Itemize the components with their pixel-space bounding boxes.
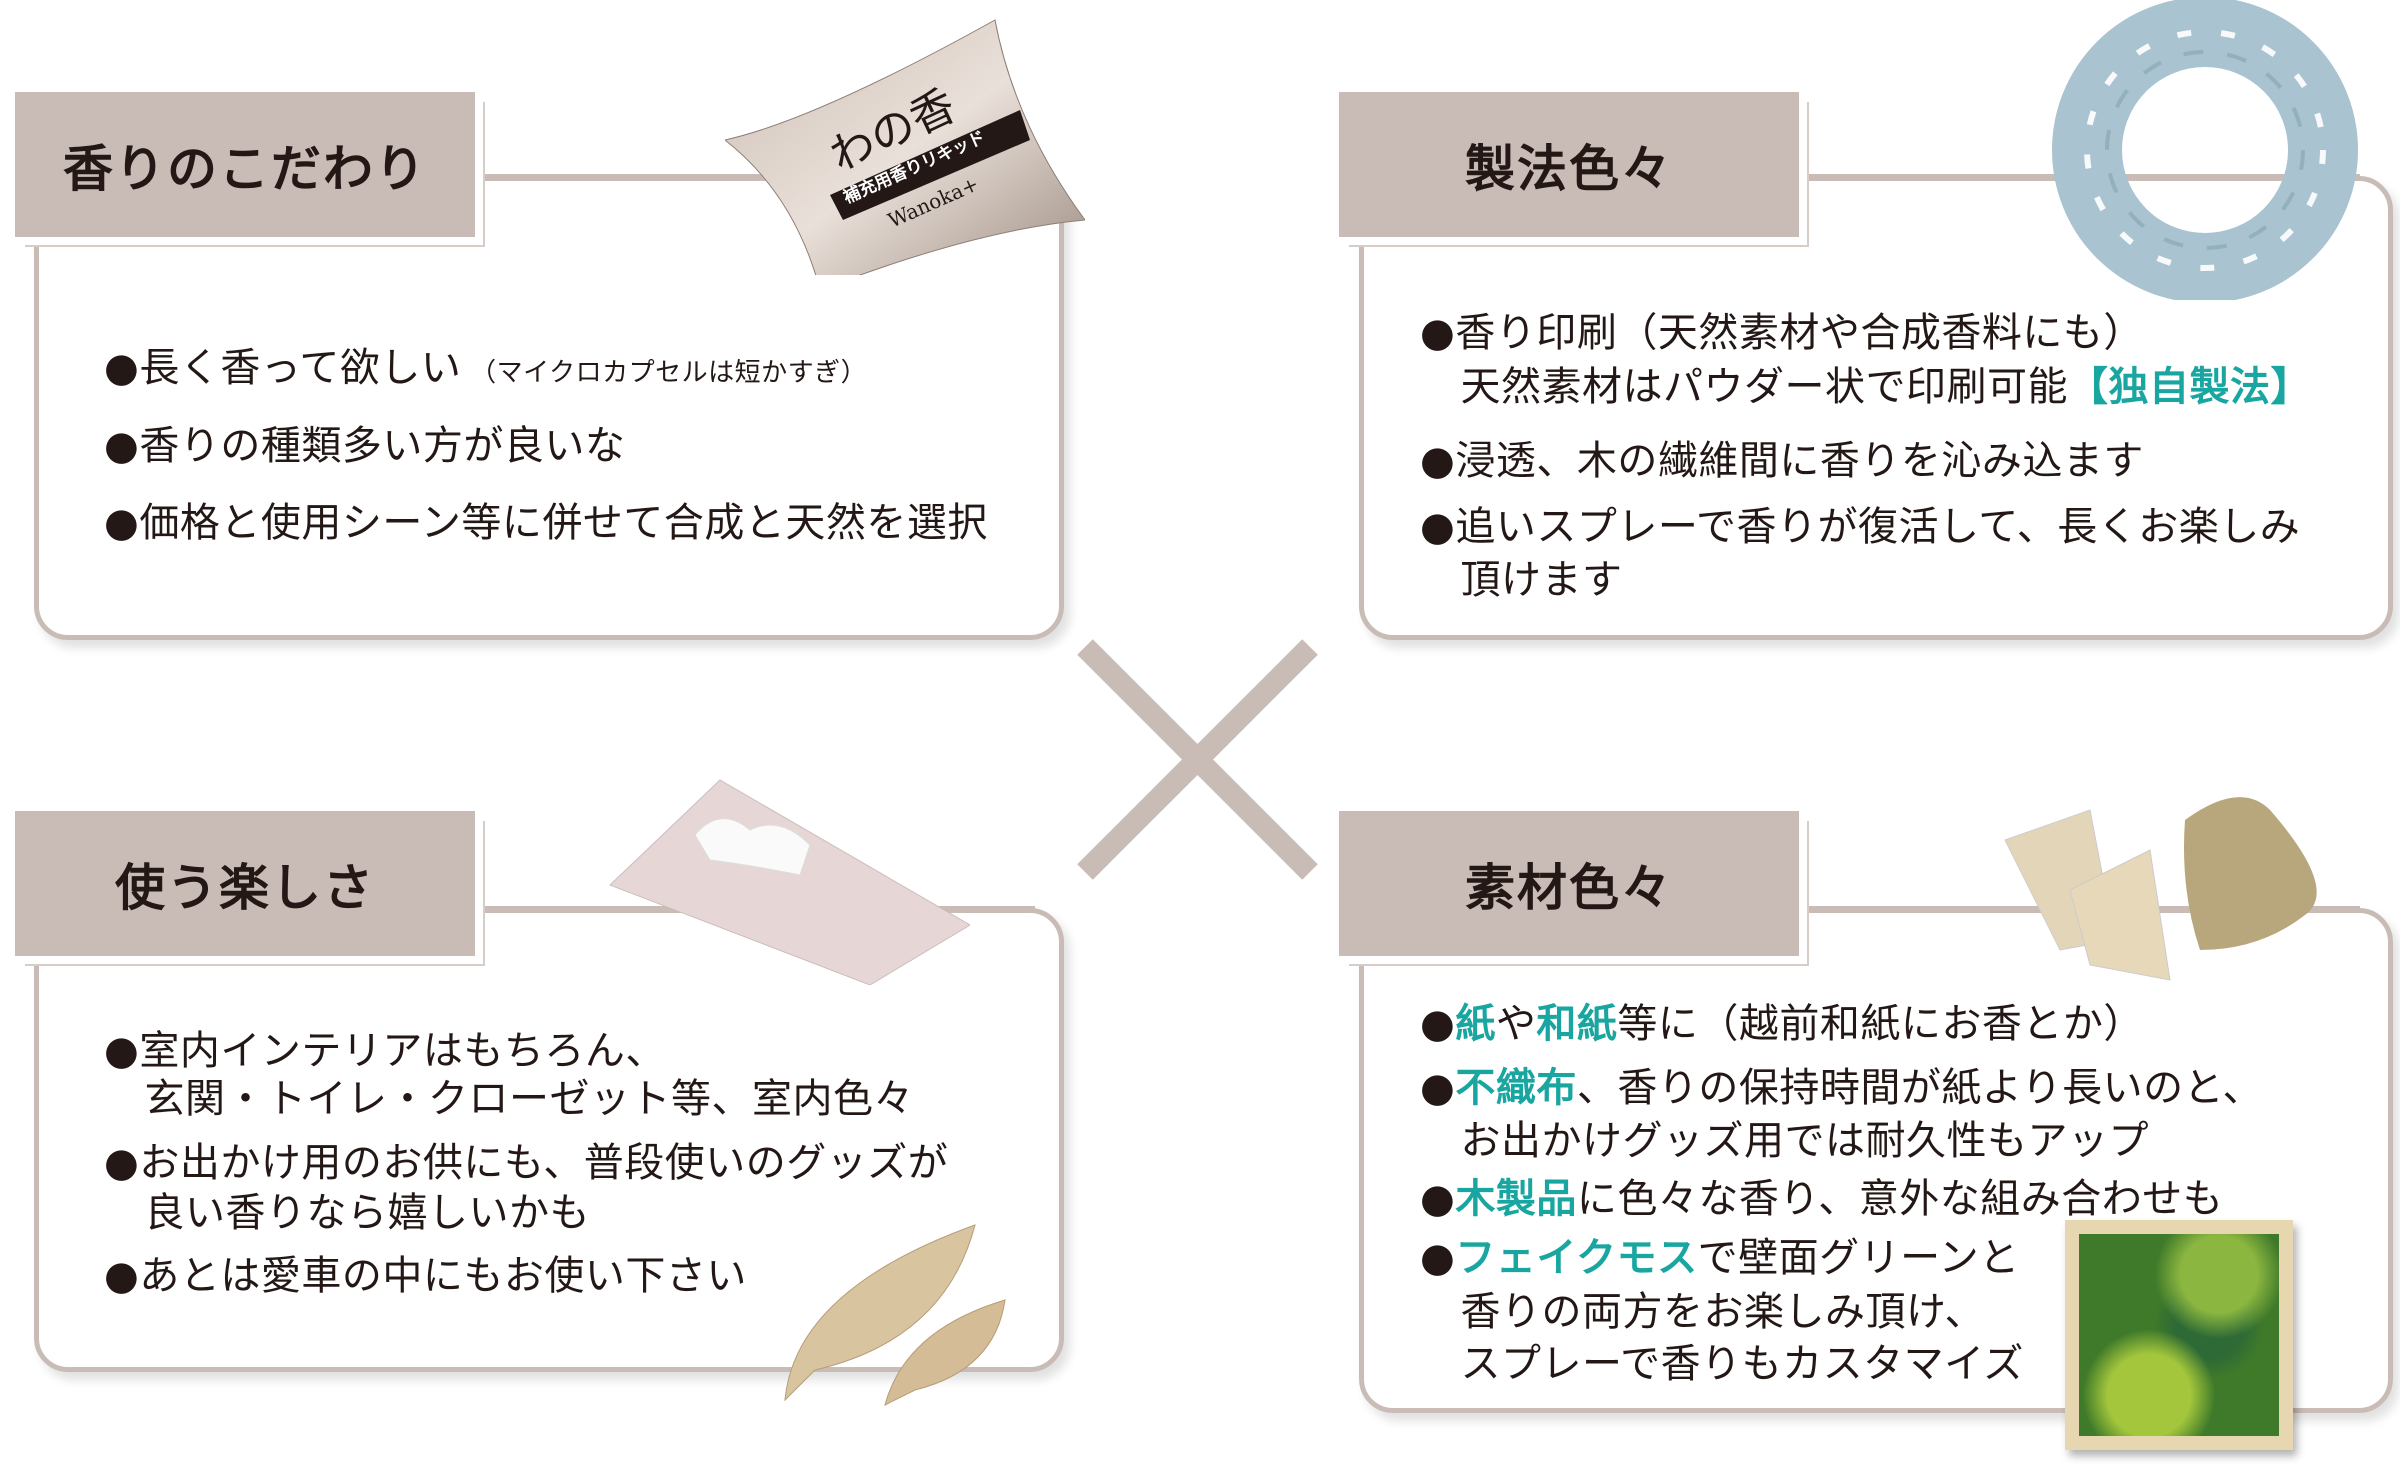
line-text: 良い香りなら嬉しいかも [104, 1190, 590, 1236]
line-text: 玄関・トイレ・クローゼット等、室内色々 [104, 1076, 914, 1122]
bullet-line: ●木製品に色々な香り、意外な組み合わせも [1420, 1166, 2223, 1224]
line-text: ● [1420, 1001, 1456, 1047]
bullet-line: 良い香りなら嬉しいかも [104, 1180, 590, 1238]
line-text: ●あとは愛車の中にもお使い下さい [104, 1253, 747, 1299]
bullet-line: 天然素材はパウダー状で印刷可能【独自製法】 [1420, 354, 2311, 412]
bullet-line: ●香りの種類多い方が良いな [104, 413, 625, 471]
panel-title: 使う楽しさ [15, 811, 475, 956]
line-text: ●浸透、木の繊維間に香りを沁み込ます [1420, 438, 2144, 484]
line-text: ●香り印刷（天然素材や合成香料にも） [1420, 310, 2144, 356]
sachet-bags-image [2004, 797, 2317, 981]
bullet-line: ●お出かけ用のお供にも、普段使いのグッズが [104, 1130, 948, 1188]
bullet-line: スプレーで香りもカスタマイズ [1420, 1331, 2024, 1389]
highlight-text: 木製品 [1455, 1176, 1577, 1222]
line-text: で壁面グリーンと [1697, 1235, 2020, 1281]
bullet-line: ●不織布、香りの保持時間が紙より長いのと、 [1420, 1055, 2263, 1113]
tissue-pack-image [609, 779, 970, 985]
refill-package-image: わの香 補充用香りリキッド Wanoka+ [723, 15, 1086, 291]
line-text: に色々な香り、意外な組み合わせも [1576, 1176, 2224, 1222]
highlight-text: 紙 [1455, 1001, 1496, 1047]
line-text: ● [1420, 1235, 1456, 1281]
bullet-line: ●紙や和紙等に（越前和紙にお香とか） [1420, 991, 2144, 1049]
line-text: ●香りの種類多い方が良いな [104, 423, 626, 469]
cross-icon [1077, 639, 1318, 880]
line-text: 、香りの保持時間が紙より長いのと、 [1576, 1065, 2264, 1111]
panel-title: 製法色々 [1339, 92, 1799, 237]
line-text: ●お出かけ用のお供にも、普段使いのグッズが [104, 1140, 949, 1186]
bullet-line: ●あとは愛車の中にもお使い下さい [104, 1243, 747, 1301]
wooden-leaves-image [784, 1224, 1006, 1406]
bullet-line: ●室内インテリアはもちろん、 [104, 1018, 666, 1076]
panel-title: 素材色々 [1339, 811, 1799, 956]
line-text: （マイクロカプセルは短かすぎ） [461, 358, 868, 388]
highlight-text: 和紙 [1536, 1001, 1618, 1047]
bullet-line: 香りの両方をお楽しみ頂け、 [1420, 1279, 1985, 1337]
moss-frame-image [2065, 1220, 2293, 1450]
line-text: 等に（越前和紙にお香とか） [1617, 1001, 2144, 1047]
bullet-line: お出かけグッズ用では耐久性もアップ [1420, 1108, 2149, 1166]
line-text: スプレーで香りもカスタマイズ [1420, 1341, 2024, 1387]
highlight-text: 【独自製法】 [2068, 364, 2311, 410]
bullet-line: ●長く香って欲しい （マイクロカプセルは短かすぎ） [104, 335, 867, 393]
line-text: や [1495, 1001, 1537, 1047]
line-text: ● [1420, 1176, 1456, 1222]
line-text: ●追いスプレーで香りが復活して、長くお楽しみ [1420, 504, 2301, 550]
bullet-line: 玄関・トイレ・クローゼット等、室内色々 [104, 1066, 914, 1124]
highlight-text: 不織布 [1455, 1065, 1577, 1111]
bullet-line: ●追いスプレーで香りが復活して、長くお楽しみ [1420, 494, 2300, 552]
line-text: お出かけグッズ用では耐久性もアップ [1420, 1118, 2149, 1164]
line-text: 香りの両方をお楽しみ頂け、 [1420, 1289, 1985, 1335]
bullet-line: ●浸透、木の繊維間に香りを沁み込ます [1420, 428, 2144, 486]
butterfly-wreath-image [2052, 0, 2358, 300]
line-text: ●長く香って欲しい [104, 345, 462, 391]
bullet-line: ●フェイクモスで壁面グリーンと [1420, 1225, 2020, 1283]
highlight-text: フェイクモス [1455, 1235, 1698, 1281]
bullet-line: 頂けます [1420, 547, 1623, 605]
line-text: ●価格と使用シーン等に併せて合成と天然を選択 [104, 500, 988, 546]
panel-title: 香りのこだわり [15, 92, 475, 237]
line-text: ●室内インテリアはもちろん、 [104, 1028, 666, 1074]
line-text: 頂けます [1420, 557, 1623, 603]
line-text: 天然素材はパウダー状で印刷可能 [1420, 364, 2068, 410]
bullet-line: ●香り印刷（天然素材や合成香料にも） [1420, 300, 2144, 358]
header-connector [475, 174, 1035, 179]
line-text: ● [1420, 1065, 1456, 1111]
bullet-line: ●価格と使用シーン等に併せて合成と天然を選択 [104, 490, 988, 548]
